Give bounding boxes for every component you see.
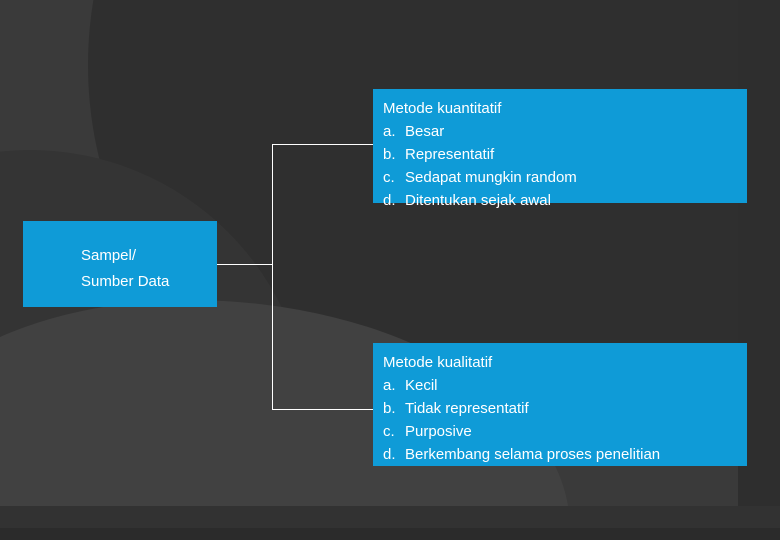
connector-root-horizontal — [217, 264, 273, 265]
list-item-marker: c. — [383, 169, 395, 186]
connector-branch-bottom — [272, 409, 374, 410]
node-root-line-2: Sumber Data — [81, 273, 170, 290]
list-item: b. Representatif — [383, 143, 747, 166]
list-item: c. Purposive — [383, 420, 747, 443]
node-kualitatif-title: Metode kualitatif — [383, 354, 493, 371]
list-item-text: Besar — [405, 123, 445, 140]
list-item: b. Tidak representatif — [383, 397, 747, 420]
list-item-text: Tidak representatif — [405, 400, 529, 417]
list-item-marker: d. — [383, 192, 396, 209]
connector-branch-top — [272, 144, 374, 145]
node-kualitatif: Metode kualitatif a. Kecil b. Tidak repr… — [373, 343, 747, 466]
node-kuantitatif-title: Metode kuantitatif — [383, 100, 502, 117]
connector-vertical — [272, 144, 273, 410]
node-root: Sampel/ Sumber Data — [23, 221, 217, 307]
list-item: a. Besar — [383, 120, 747, 143]
list-item: d. Berkembang selama proses penelitian — [383, 443, 747, 466]
list-item: d. Ditentukan sejak awal — [383, 189, 747, 212]
list-item-text: Purposive — [405, 423, 472, 440]
list-item-marker: c. — [383, 423, 395, 440]
list-item-text: Kecil — [405, 377, 438, 394]
list-item-text: Berkembang selama proses penelitian — [405, 446, 661, 463]
list-item: c. Sedapat mungkin random — [383, 166, 747, 189]
list-item-marker: b. — [383, 400, 396, 417]
list-item-marker: b. — [383, 146, 396, 163]
node-kuantitatif: Metode kuantitatif a. Besar b. Represent… — [373, 89, 747, 209]
list-item-marker: a. — [383, 123, 396, 140]
node-kuantitatif-items: a. Besar b. Representatif c. Sedapat mun… — [383, 120, 747, 212]
node-root-line-1: Sampel/ — [81, 247, 137, 264]
list-item-text: Representatif — [405, 146, 495, 163]
list-item-text: Ditentukan sejak awal — [405, 192, 551, 209]
list-item-text: Sedapat mungkin random — [405, 169, 577, 186]
node-kualitatif-items: a. Kecil b. Tidak representatif c. Purpo… — [383, 374, 747, 466]
list-item-marker: a. — [383, 377, 396, 394]
background-bottom-strip — [0, 528, 780, 540]
list-item-marker: d. — [383, 446, 396, 463]
list-item: a. Kecil — [383, 374, 747, 397]
